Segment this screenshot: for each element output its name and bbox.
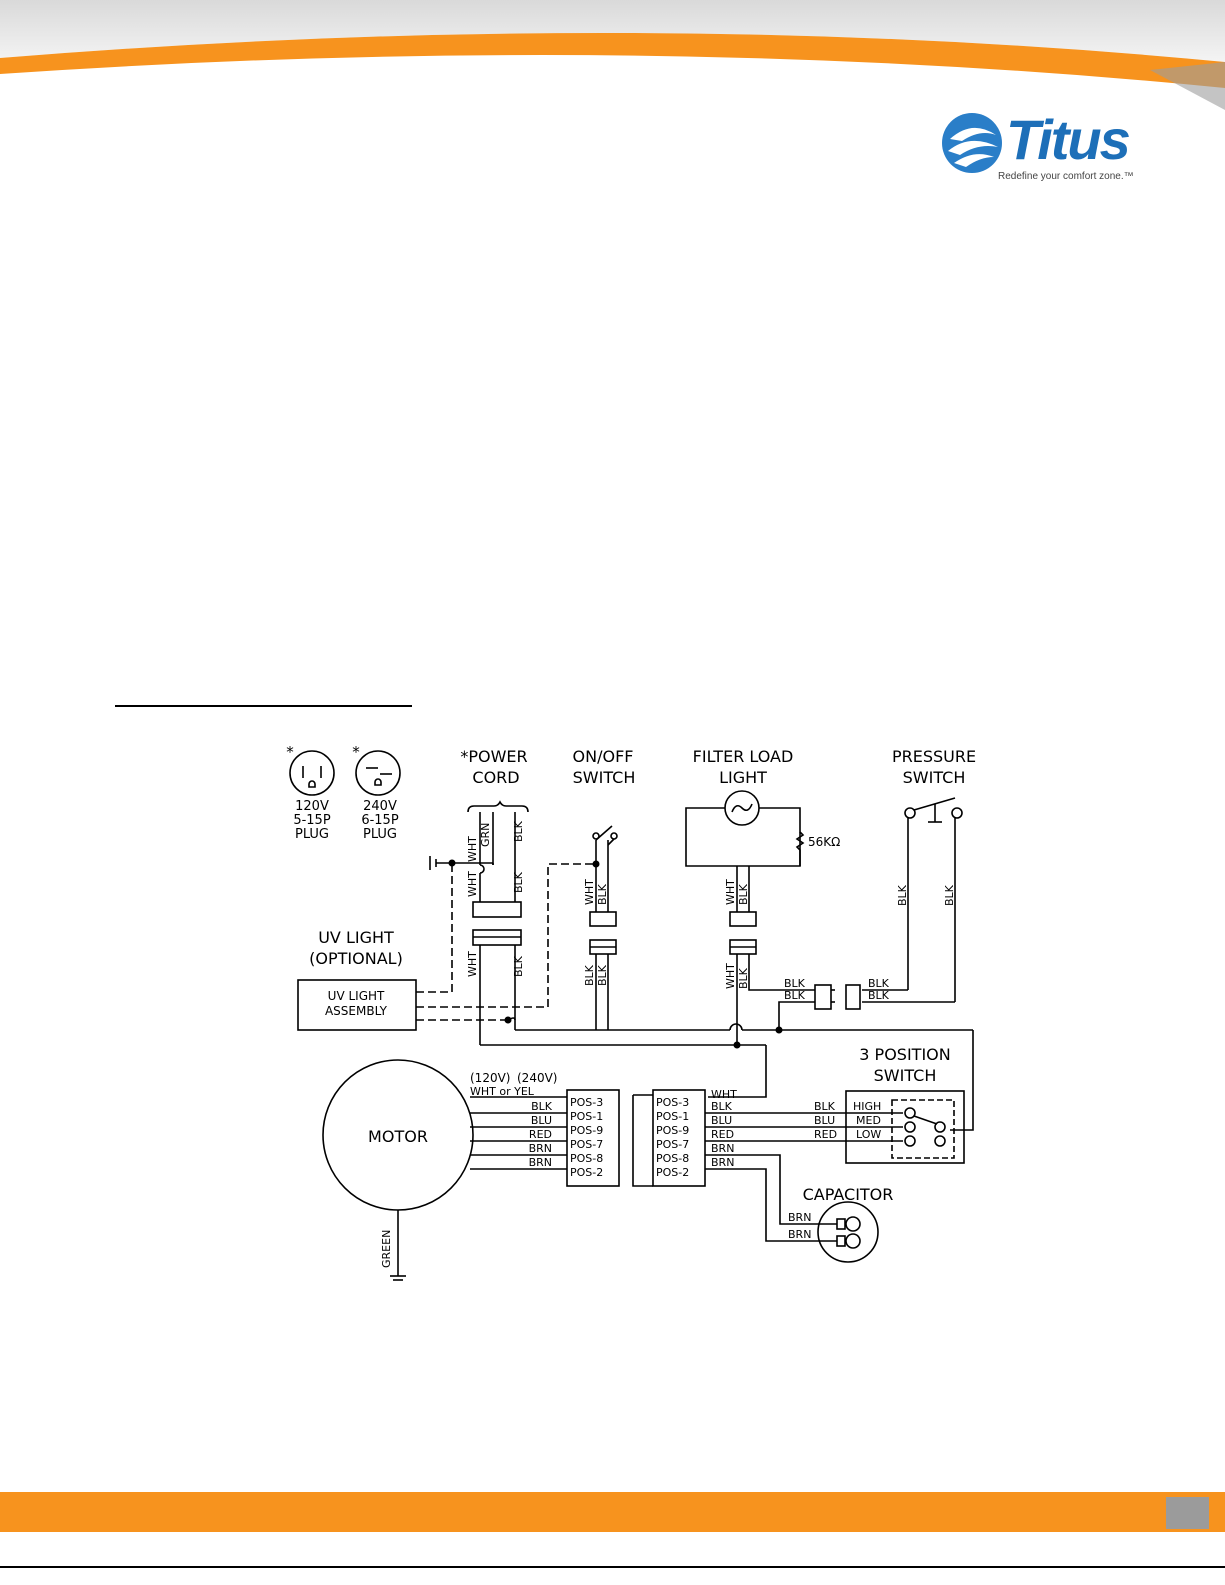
voltage-240v: (240V) [517, 1071, 557, 1085]
capacitor-wire-brn-1: BRN [788, 1211, 811, 1224]
motor-wire-blu: BLU [531, 1114, 552, 1127]
cord-wire-wht-2: WHT [466, 871, 479, 897]
cord-wire-grn: GRN [479, 823, 492, 847]
filter-wire-wht-2: WHT [724, 963, 737, 989]
logo-tagline: Redefine your comfort zone.™ [998, 171, 1134, 182]
plug-240v-icon [355, 750, 401, 796]
plug-pos-7: POS-7 [656, 1138, 689, 1151]
motor-ground-green: GREEN [380, 1230, 393, 1268]
pos-wire-blu: BLU [711, 1114, 732, 1127]
motor-label: MOTOR [368, 1127, 428, 1146]
cord-wire-wht-3: WHT [466, 951, 479, 977]
voltage-120v: (120V) [470, 1071, 510, 1085]
three-position-title-1: 3 POSITION [859, 1045, 950, 1064]
cord-wire-blk: BLK [512, 820, 525, 842]
plug-240v-voltage: 240V [363, 799, 397, 814]
capacitor-icon [817, 1201, 879, 1263]
motor-wire-red: RED [529, 1128, 552, 1141]
filter-wire-wht: WHT [724, 879, 737, 905]
logo-wordmark: Titus [1006, 108, 1131, 171]
titus-logo: Titus Redefine your comfort zone.™ [940, 105, 1150, 185]
switch-low: LOW [856, 1128, 881, 1141]
plug-120v-star: * [286, 743, 294, 761]
wiring-diagram: * 120V 5-15P PLUG * 240V 6-15P PLUG *POW… [286, 743, 976, 1281]
cord-wire-blk-3: BLK [512, 955, 525, 977]
plug-120v-voltage: 120V [295, 799, 329, 814]
footer-band [0, 1492, 1225, 1532]
pos-wire-brn-1: BRN [711, 1142, 734, 1155]
uv-light-title-1: UV LIGHT [318, 928, 394, 947]
onoff-switch-title-1: ON/OFF [573, 747, 634, 766]
filter-light-title-1: FILTER LOAD [693, 747, 794, 766]
switch-wire-red: RED [814, 1128, 837, 1141]
header-band [0, 0, 1225, 110]
titus-swirl-icon [942, 113, 1002, 173]
plug-240v-label: PLUG [363, 827, 397, 842]
capacitor-label: CAPACITOR [803, 1185, 894, 1204]
uv-light-box-1: UV LIGHT [328, 989, 385, 1003]
switch-wire-blk: BLK [814, 1100, 836, 1113]
motor-pos-3: POS-3 [570, 1096, 603, 1109]
pressure-switch-title-1: PRESSURE [892, 747, 976, 766]
onoff-wire-blk: BLK [596, 883, 609, 905]
resistor-value: 56KΩ [808, 835, 840, 849]
plug-pos-9: POS-9 [656, 1124, 689, 1137]
motor-pos-8: POS-8 [570, 1152, 603, 1165]
footer-rule [0, 1566, 1225, 1568]
footer-page-box [1166, 1497, 1209, 1529]
pos-wire-brn-2: BRN [711, 1156, 734, 1169]
switch-wire-blu: BLU [814, 1114, 835, 1127]
switch-high: HIGH [853, 1100, 881, 1113]
power-cord-title-2: CORD [472, 768, 519, 787]
plug-120v-type: 5-15P [293, 813, 331, 828]
plug-pos-3: POS-3 [656, 1096, 689, 1109]
power-cord-title-1: *POWER [460, 747, 527, 766]
pressure-wire-blk-2: BLK [868, 989, 890, 1002]
motor-wire-brn-2: BRN [529, 1156, 552, 1169]
filter-wire-blk-1: BLK [784, 977, 806, 990]
filter-wire-blk-2: BLK [784, 989, 806, 1002]
cord-wire-wht: WHT [466, 836, 479, 862]
plug-240v-star: * [352, 743, 360, 761]
motor-pos-2: POS-2 [570, 1166, 603, 1179]
pos-wire-blk: BLK [711, 1100, 733, 1113]
three-position-title-2: SWITCH [874, 1066, 937, 1085]
capacitor-wire-brn-2: BRN [788, 1228, 811, 1241]
section-rule [115, 705, 412, 707]
motor-wire-blk: BLK [531, 1100, 553, 1113]
cord-wire-blk-2: BLK [512, 871, 525, 893]
motor-wire-brn-1: BRN [529, 1142, 552, 1155]
plug-pos-8: POS-8 [656, 1152, 689, 1165]
filter-wire-blk-3: BLK [737, 967, 750, 989]
motor-wire-wht-or-yel: WHT or YEL [470, 1085, 535, 1098]
pos-wire-red: RED [711, 1128, 734, 1141]
plug-pos-2: POS-2 [656, 1166, 689, 1179]
plug-240v-type: 6-15P [361, 813, 399, 828]
filter-wire-blk: BLK [737, 883, 750, 905]
pressure-wire-blk-v2: BLK [943, 884, 956, 906]
pressure-wire-blk-v1: BLK [896, 884, 909, 906]
plug-120v-icon [289, 750, 335, 796]
pressure-wire-blk-1: BLK [868, 977, 890, 990]
filter-light-title-2: LIGHT [719, 768, 767, 787]
plug-120v-label: PLUG [295, 827, 329, 842]
onoff-wire-blk-2: BLK [583, 964, 596, 986]
motor-pos-9: POS-9 [570, 1124, 603, 1137]
uv-light-title-2: (OPTIONAL) [309, 949, 403, 968]
onoff-switch-title-2: SWITCH [573, 768, 636, 787]
switch-med: MED [856, 1114, 881, 1127]
onoff-wire-wht: WHT [583, 879, 596, 905]
pos-wire-wht: WHT [711, 1088, 737, 1101]
motor-pos-1: POS-1 [570, 1110, 603, 1123]
onoff-wire-blk-3: BLK [596, 964, 609, 986]
pressure-switch-title-2: SWITCH [903, 768, 966, 787]
uv-light-box-2: ASSEMBLY [325, 1004, 388, 1018]
plug-pos-1: POS-1 [656, 1110, 689, 1123]
motor-pos-7: POS-7 [570, 1138, 603, 1151]
